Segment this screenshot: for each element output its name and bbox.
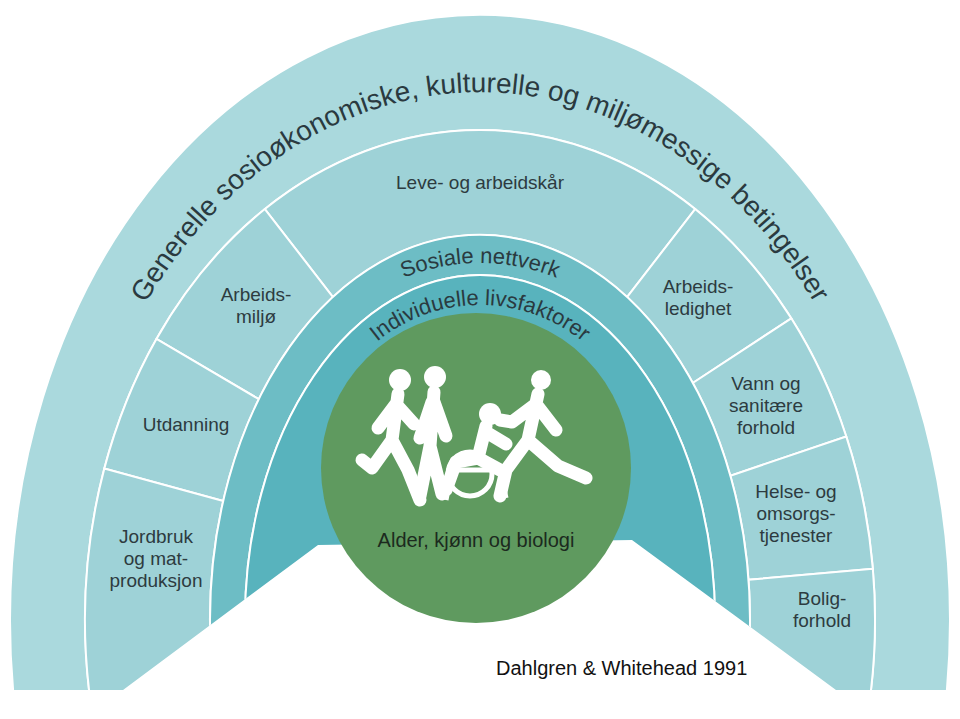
figure-caption: Dahlgren & Whitehead 1991 [496,656,747,680]
figure-group [362,392,586,500]
head [389,369,411,391]
head [479,403,501,425]
segment-node: Helse- og omsorgs- tjenester [730,436,873,580]
walker-figure [420,392,446,496]
segment-label: Jordbruk og mat- produksjon [107,526,205,592]
head [424,366,446,388]
chair-frame [446,470,506,500]
band-node: Individuelle livsfaktorer [245,275,715,690]
segment-label: Utdanning [131,414,241,436]
segment-label: Vann og sanitære forhold [721,373,811,439]
rainbow-band [10,15,950,719]
band-segment [730,436,873,579]
head [531,370,551,390]
rainbow-band [245,275,715,719]
rainbow-band [210,235,750,719]
curved-text-layer: Individuelle livsfaktorer [245,275,715,690]
segment-label: Bolig- forhold [787,588,857,632]
wheel [448,452,492,496]
segment-label: Arbeids- ledighet [658,276,738,320]
segment-label: Arbeids- miljø [216,284,296,328]
wheelchair-frame [446,452,506,500]
segment-label: Helse- og omsorgs- tjenester [750,481,842,547]
core-circle [321,313,631,623]
figure-heads [389,366,551,425]
runner-figure [500,394,586,496]
runner-figure [362,394,420,500]
segment-label: Leve- og arbeidskår [380,172,580,194]
core-label: Alder, kjønn og biologi [336,528,616,552]
